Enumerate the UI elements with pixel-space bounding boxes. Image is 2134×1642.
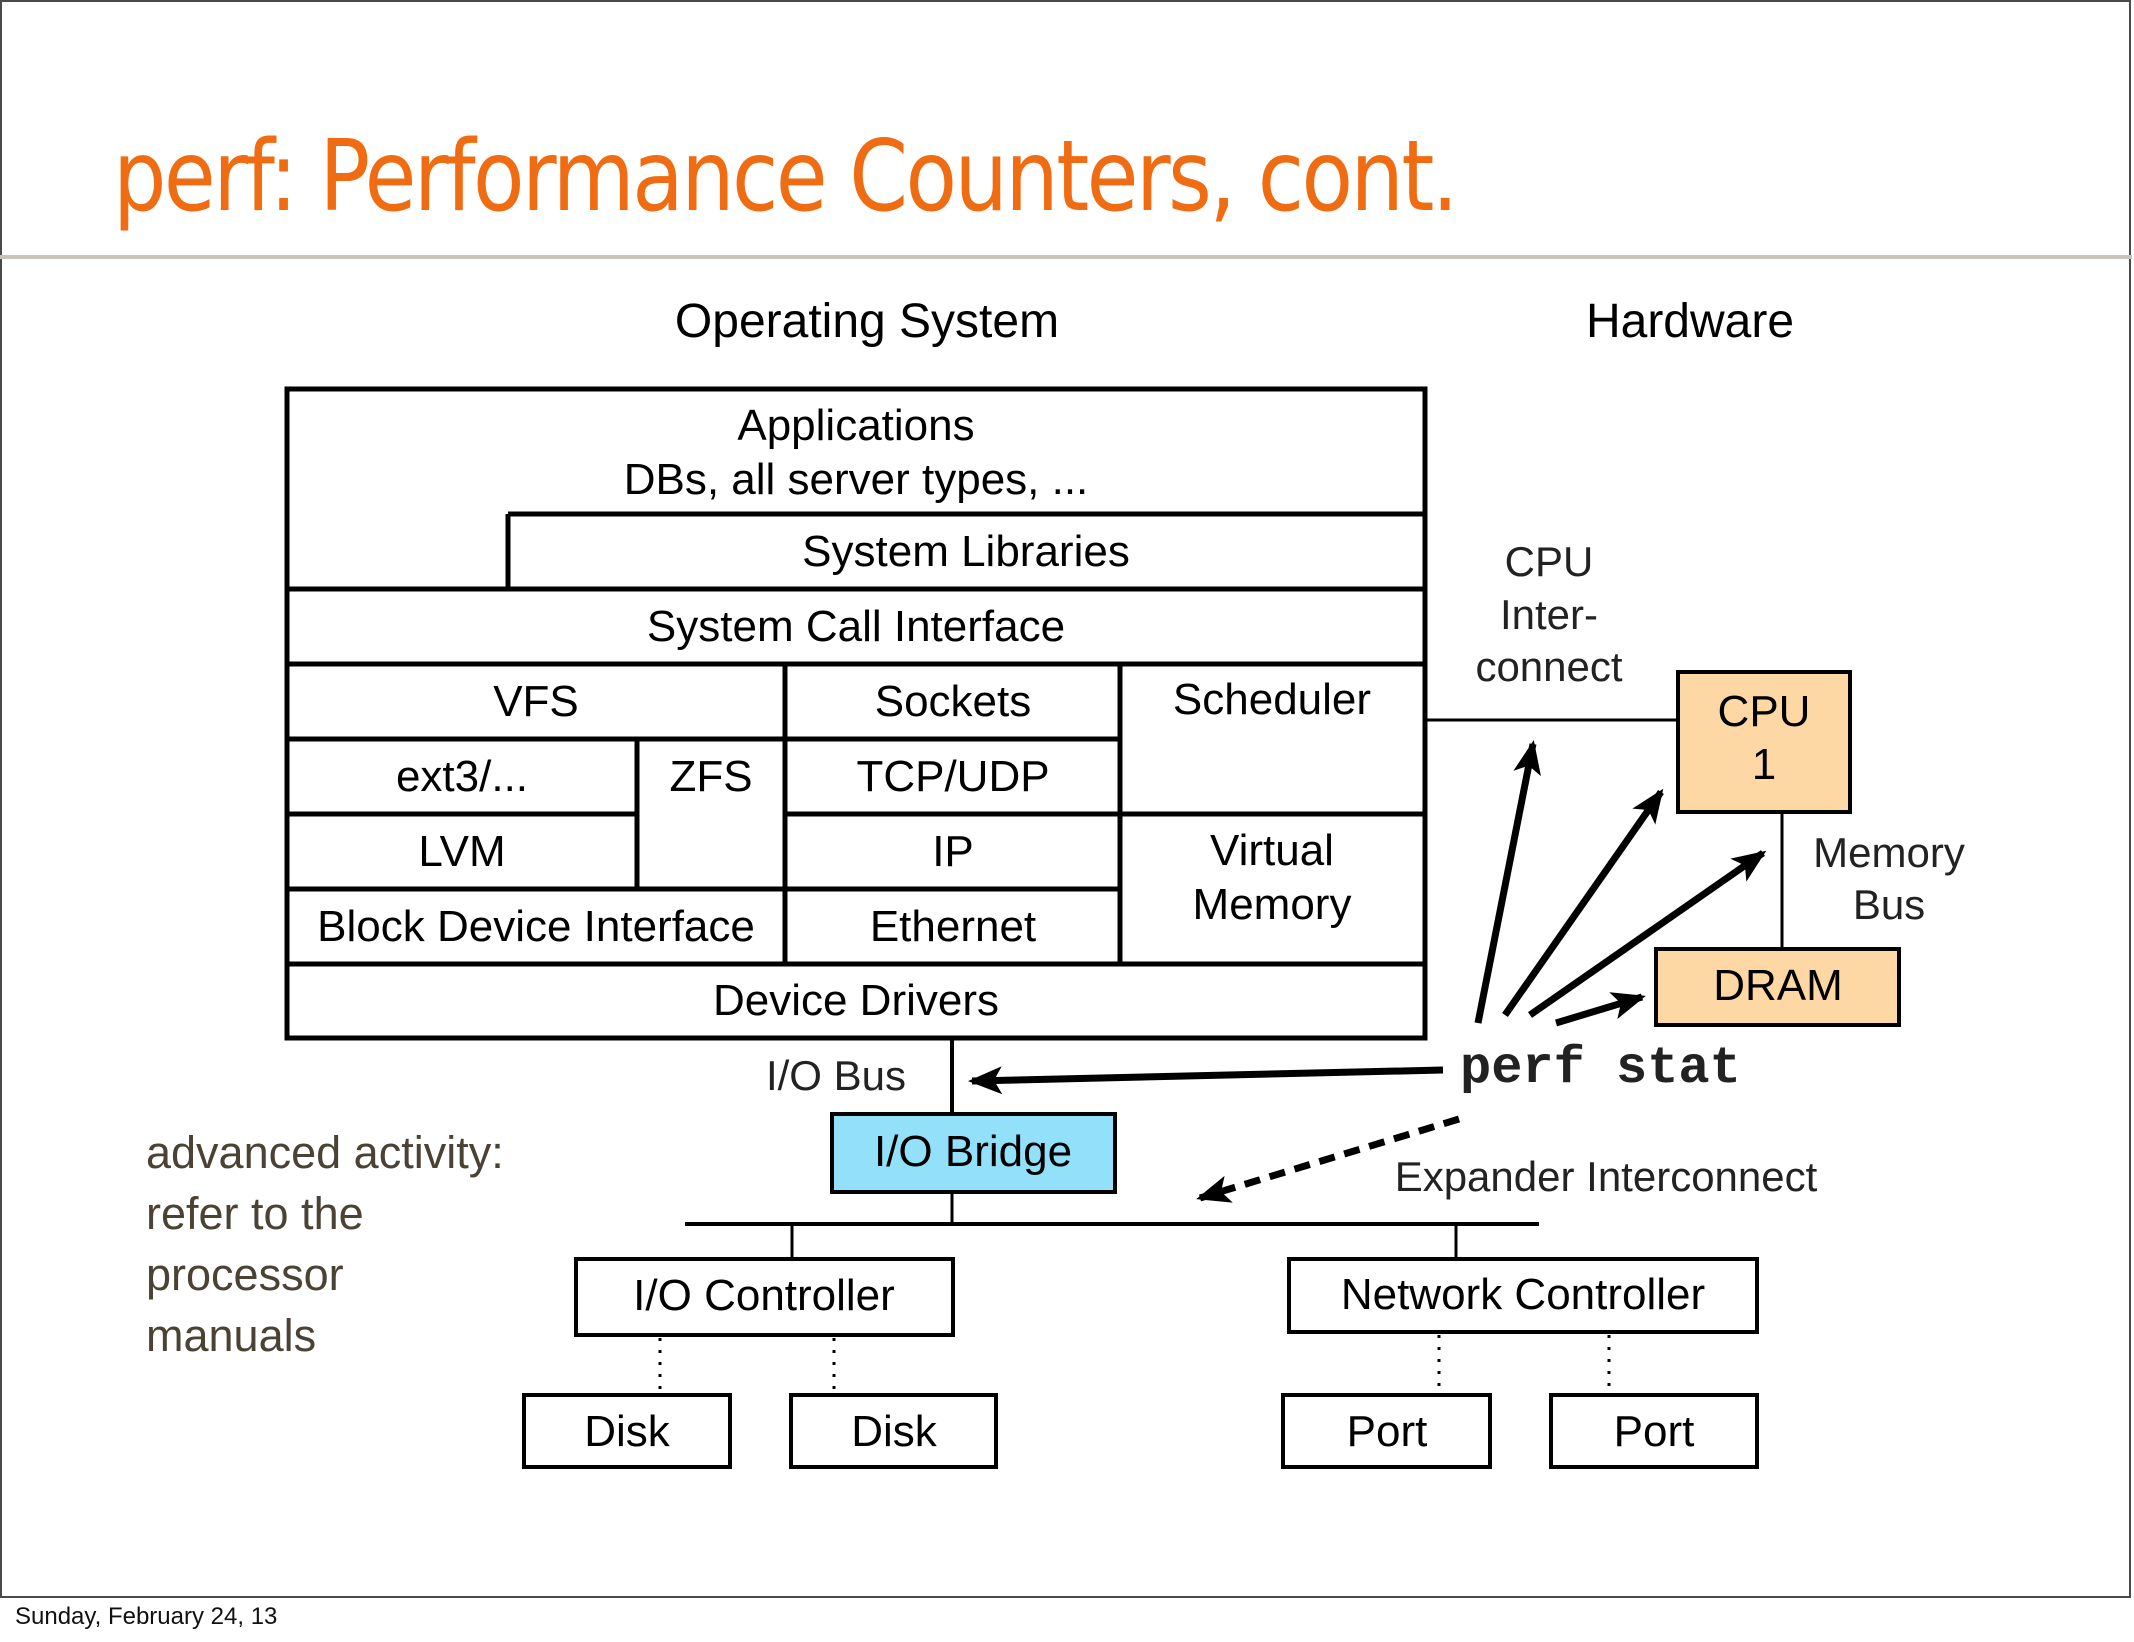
io-controller-box (574, 1257, 955, 1337)
os-header: Operating System (675, 295, 1059, 348)
port-box-2 (1549, 1393, 1759, 1469)
label-scheduler: Scheduler (1173, 675, 1371, 724)
arrow-to-expander (1196, 1115, 1461, 1203)
os-stack-border (284, 386, 1428, 1041)
label-zfs: ZFS (669, 752, 752, 801)
label-virtual: Virtual (1210, 826, 1334, 875)
disk-box-2 (789, 1393, 998, 1469)
label-network-controller: Network Controller (1341, 1270, 1705, 1319)
os-stack (284, 386, 1428, 1041)
dram-box (1654, 947, 1901, 1027)
arrow-to-cpu (1502, 788, 1664, 1018)
label-cpu-interconnect-3: connect (1475, 643, 1622, 690)
label-port-1: Port (1347, 1407, 1428, 1456)
hardware-header: Hardware (1586, 295, 1794, 348)
label-block-device-interface: Block Device Interface (317, 902, 755, 951)
cpu-box (1676, 670, 1852, 814)
label-applications-detail: DBs, all server types, ... (624, 455, 1089, 504)
label-applications: Applications (737, 401, 974, 450)
arrow-to-memory-bus (1528, 850, 1767, 1018)
label-system-call-interface: System Call Interface (647, 602, 1065, 651)
label-ip: IP (932, 827, 974, 876)
note-line: manuals (146, 1310, 317, 1361)
label-io-bridge: I/O Bridge (874, 1127, 1072, 1176)
label-disk-1: Disk (584, 1407, 671, 1456)
title-divider (0, 255, 2132, 259)
label-expander-interconnect: Expander Interconnect (1395, 1153, 1818, 1200)
label-cpu: CPU (1718, 687, 1811, 736)
label-cpu-number: 1 (1752, 740, 1776, 789)
network-controller-box (1287, 1257, 1759, 1334)
label-tcp-udp: TCP/UDP (856, 752, 1049, 801)
label-cpu-interconnect-1: CPU (1505, 538, 1594, 585)
footer-date: Sunday, February 24, 13 (15, 1603, 278, 1630)
note-line: advanced activity: (146, 1127, 504, 1178)
arrow-to-cpu-interconnect (1474, 740, 1541, 1024)
port-box-1 (1281, 1393, 1492, 1469)
label-cpu-interconnect-2: Inter- (1500, 591, 1598, 638)
arrow-to-dram (1554, 992, 1646, 1027)
label-ext3: ext3/... (396, 752, 528, 801)
note-line: refer to the (146, 1188, 364, 1239)
label-vfs: VFS (493, 677, 579, 726)
label-device-drivers: Device Drivers (713, 976, 999, 1025)
label-lvm: LVM (418, 827, 505, 876)
label-memory: Memory (1193, 880, 1352, 929)
label-system-libraries: System Libraries (802, 527, 1130, 576)
label-io-bus: I/O Bus (766, 1052, 906, 1099)
io-bridge-box (830, 1112, 1117, 1194)
slide-title: perf: Performance Counters, cont. (113, 120, 1459, 234)
label-disk-2: Disk (851, 1407, 938, 1456)
disk-box-1 (522, 1393, 732, 1469)
label-memory-bus-1: Memory (1813, 829, 1965, 876)
label-ethernet: Ethernet (870, 902, 1036, 951)
arrow-to-io-bus (968, 1066, 1444, 1095)
perf-stat-label: perf stat (1460, 1039, 1741, 1098)
label-sockets: Sockets (875, 677, 1032, 726)
label-port-2: Port (1614, 1407, 1695, 1456)
note-line: processor (146, 1249, 344, 1300)
advanced-activity-note: advanced activity: refer to the processo… (146, 1122, 504, 1366)
label-dram: DRAM (1713, 961, 1843, 1010)
label-io-controller: I/O Controller (633, 1271, 895, 1320)
label-memory-bus-2: Bus (1853, 881, 1925, 928)
